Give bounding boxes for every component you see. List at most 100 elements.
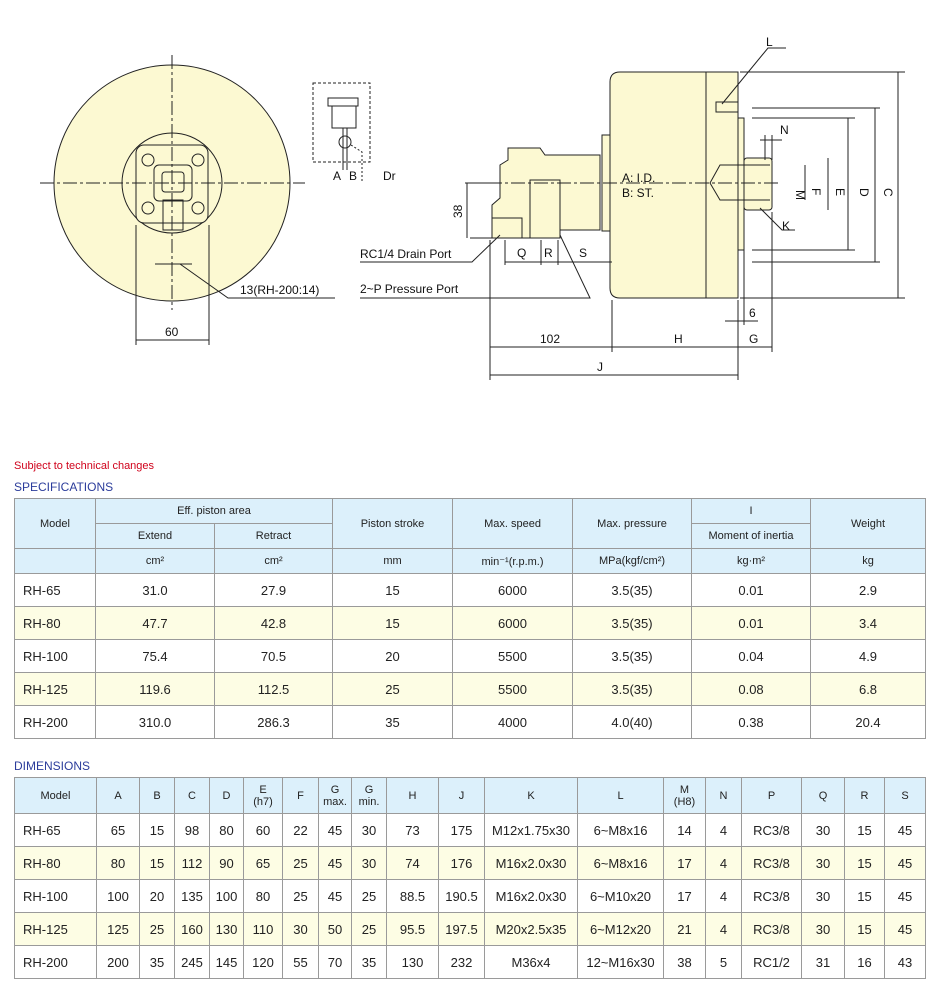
model-cell: RH-200 xyxy=(14,705,96,739)
dim-f: F xyxy=(809,188,823,195)
dims-cell: 80 xyxy=(243,879,283,913)
header-label: C xyxy=(188,789,196,802)
header-label: K xyxy=(527,789,535,802)
schematic-b: B xyxy=(349,169,357,183)
spec-cell: 3.5(35) xyxy=(572,672,693,706)
dims-cell: 65 xyxy=(243,846,283,880)
dims-cell: 110 xyxy=(243,912,283,946)
dims-cell: 4 xyxy=(705,846,742,880)
spec-cell: 3.5(35) xyxy=(572,573,693,607)
dims-cell: 100 xyxy=(96,879,140,913)
dims-cell: 130 xyxy=(386,945,439,979)
model-cell: RH-80 xyxy=(14,606,96,640)
header-label: R xyxy=(860,789,869,802)
dims-cell: 30 xyxy=(351,846,387,880)
spec-cell: 310.0 xyxy=(95,705,215,739)
front-view: 60 13(RH-200:14) xyxy=(40,55,335,345)
dims-cell: 125 xyxy=(96,912,140,946)
dims-cell: 6~M12x20 xyxy=(577,912,664,946)
model-cell: RH-200 xyxy=(14,945,97,979)
dim-l: L xyxy=(766,35,773,49)
spec-cell: 27.9 xyxy=(213,573,334,607)
dims-cell: 35 xyxy=(351,945,387,979)
dims-cell: 45 xyxy=(884,879,926,913)
header-label: D xyxy=(222,789,231,802)
dims-header-cell: F xyxy=(282,777,319,814)
unit-cell: MPa(kgf/cm²) xyxy=(572,548,693,574)
dims-cell: 175 xyxy=(438,813,485,847)
dim-h: H xyxy=(674,332,683,346)
dims-header-cell: C xyxy=(174,777,210,814)
dims-cell: 70 xyxy=(318,945,352,979)
spec-cell: 20 xyxy=(332,639,454,673)
spec-cell: 35 xyxy=(332,705,454,739)
dims-header-cell: Model xyxy=(14,777,97,814)
dims-cell: RC3/8 xyxy=(741,912,802,946)
technical-drawing: 60 13(RH-200:14) A B Dr 38 A: I.D. B: ST… xyxy=(40,35,905,380)
dims-cell: 45 xyxy=(318,846,352,880)
unit-cell: kg xyxy=(810,548,926,574)
dims-cell: 135 xyxy=(174,879,210,913)
unit-cell: min⁻¹(r.p.m.) xyxy=(452,548,574,574)
dims-header-cell: D xyxy=(209,777,244,814)
dims-cell: 176 xyxy=(438,846,485,880)
dims-cell: 73 xyxy=(386,813,439,847)
dims-cell: 15 xyxy=(139,846,175,880)
dim-g: G xyxy=(749,332,758,346)
dim-n: N xyxy=(780,123,789,137)
dims-cell: 130 xyxy=(209,912,244,946)
header-label: H xyxy=(408,789,417,802)
unit-cell: kg·m² xyxy=(691,548,812,574)
dims-cell: 112 xyxy=(174,846,210,880)
spec-cell: 70.5 xyxy=(213,639,334,673)
dims-cell: 30 xyxy=(801,912,845,946)
dim-r: R xyxy=(544,246,553,260)
header-label: Model xyxy=(40,789,71,802)
spec-cell: 15 xyxy=(332,606,454,640)
dims-cell: 80 xyxy=(209,813,244,847)
dims-cell: M36x4 xyxy=(484,945,578,979)
dim-j: J xyxy=(597,360,603,374)
header-eff-area: Eff. piston area xyxy=(94,498,334,524)
label-b-st: B: ST. xyxy=(622,186,654,200)
pressure-port-label: 2~P Pressure Port xyxy=(360,282,459,296)
header-sublabel: (h7) xyxy=(253,795,273,808)
dims-cell: 15 xyxy=(844,846,885,880)
schematic-a: A xyxy=(333,169,341,183)
model-cell: RH-65 xyxy=(14,573,96,607)
dims-cell: 15 xyxy=(844,879,885,913)
dims-header-cell: J xyxy=(438,777,485,814)
spec-cell: 3.4 xyxy=(810,606,926,640)
dims-cell: M20x2.5x35 xyxy=(484,912,578,946)
spec-cell: 42.8 xyxy=(213,606,334,640)
spec-cell: 6000 xyxy=(452,606,574,640)
model-cell: RH-65 xyxy=(14,813,97,847)
spec-cell: 5500 xyxy=(452,639,574,673)
dims-cell: 31 xyxy=(801,945,845,979)
unit-cell: mm xyxy=(332,548,454,574)
label-a-id: A: I.D. xyxy=(622,171,655,185)
dims-cell: 45 xyxy=(318,813,352,847)
dims-cell: 15 xyxy=(844,813,885,847)
dims-cell: 60 xyxy=(243,813,283,847)
model-cell: RH-80 xyxy=(14,846,97,880)
dims-cell: 74 xyxy=(386,846,439,880)
dims-cell: 120 xyxy=(243,945,283,979)
header-label: N xyxy=(719,789,728,802)
dims-cell: 145 xyxy=(209,945,244,979)
header-weight: Weight xyxy=(810,498,926,549)
dims-cell: 88.5 xyxy=(386,879,439,913)
spec-cell: 4.0(40) xyxy=(572,705,693,739)
dims-cell: 4 xyxy=(705,912,742,946)
dims-cell: 21 xyxy=(663,912,706,946)
dims-cell: 4 xyxy=(705,813,742,847)
dims-cell: 25 xyxy=(139,912,175,946)
dims-cell: 14 xyxy=(663,813,706,847)
spec-cell: 0.01 xyxy=(691,573,812,607)
dims-cell: 245 xyxy=(174,945,210,979)
header-label: P xyxy=(767,789,776,802)
